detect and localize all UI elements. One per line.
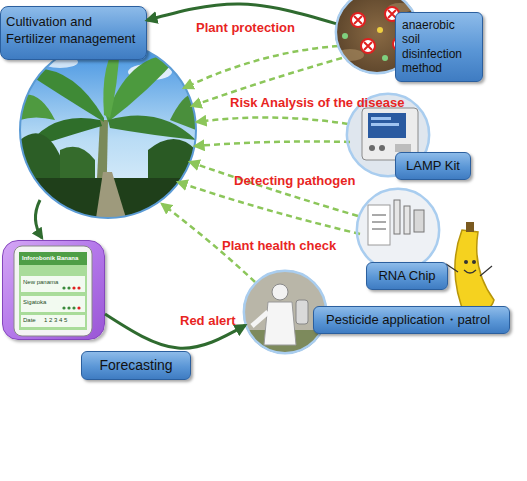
edge-label: Red alert <box>180 313 236 328</box>
banana-field-photo <box>20 42 196 218</box>
node-label: Forecasting <box>81 351 191 380</box>
method-circle: anaerobic soil disinfection method <box>335 0 419 74</box>
flow-arrow <box>105 314 245 348</box>
forecast-box: Forecasting <box>2 240 105 340</box>
circle-border <box>357 189 439 271</box>
method-circle: LAMP Kit <box>346 93 430 177</box>
flow-arrow <box>147 4 336 24</box>
screen-text: New panama <box>23 279 58 285</box>
node-label: Pesticide application・patrol <box>313 306 510 334</box>
banana-mascot <box>446 222 494 318</box>
screen-text: Sigatoka <box>23 299 46 305</box>
photo-frame <box>20 42 196 218</box>
node-text: Cultivation and Fertilizer management <box>1 7 146 55</box>
circle-outline <box>356 188 440 272</box>
method-circle: RNA Chip <box>356 188 440 272</box>
screen-text: Date <box>23 317 36 323</box>
flow-label: Detecting pathogen <box>234 173 355 188</box>
screen-title: Inforobonik Banana <box>22 255 78 261</box>
dashed-arrows <box>162 46 360 282</box>
node-label: LAMP Kit <box>395 152 471 180</box>
node-label: RNA Chip <box>366 262 448 290</box>
edge-label: Plant protection <box>196 20 295 35</box>
process-box: Cultivation and Fertilizer management <box>0 6 147 60</box>
flow-label: Risk Analysis of the disease <box>230 95 404 110</box>
field-to-forecast-arrow <box>35 200 42 238</box>
screen-text: 1 2 3 4 5 <box>44 317 67 323</box>
rna-chip-picture <box>355 187 441 273</box>
flow-label: Plant health check <box>222 238 336 253</box>
method-circle: Pesticide application・patrol <box>243 270 327 354</box>
node-label: anaerobic soil disinfection method <box>395 12 483 82</box>
